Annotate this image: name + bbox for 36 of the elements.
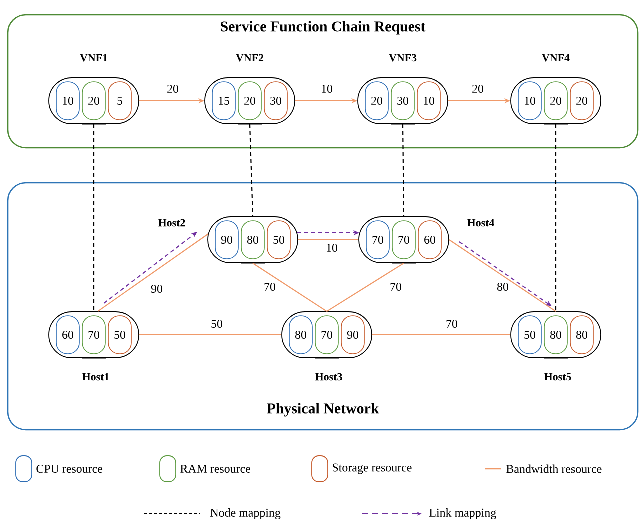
node-label: VNF4 [542, 54, 570, 62]
legend-label: Node mapping [210, 508, 281, 520]
connector-line [249, 124, 254, 217]
edge-label: 80 [496, 282, 510, 292]
edge-label: 10 [325, 242, 339, 254]
legend-label: Link mapping [430, 508, 496, 520]
connector-line [98, 234, 209, 312]
connector-line [298, 239, 359, 241]
connector-line [139, 334, 282, 336]
connector-line [372, 334, 511, 336]
edge-label: 70 [389, 282, 403, 292]
edge-label: 10 [320, 84, 334, 94]
node-label: Host1 [82, 373, 110, 381]
node-label: Host3 [315, 373, 342, 381]
connector-line [93, 124, 95, 312]
node-label: VNF3 [389, 54, 417, 62]
connector-line [555, 124, 557, 312]
connector-line [402, 124, 405, 217]
edge-label: 50 [210, 318, 224, 330]
node-label: Host4 [467, 219, 494, 227]
legend-label: CPU resource [36, 464, 103, 473]
node-label: Host5 [544, 373, 572, 381]
edge-label: 20 [166, 84, 180, 94]
node-label: Host2 [158, 219, 186, 227]
legend-label: Bandwidth resource [506, 464, 602, 474]
edge-label: 70 [445, 318, 459, 330]
edge-label: 20 [471, 84, 485, 94]
connector-line [326, 262, 404, 312]
edge-label: 70 [263, 282, 277, 292]
legend-label: RAM resource [180, 465, 250, 473]
node-label: VNF1 [80, 54, 108, 62]
edge-label: 90 [150, 284, 164, 294]
connector-line [449, 240, 556, 312]
node-label: VNF2 [236, 54, 264, 62]
connector-line [252, 262, 328, 312]
legend-label: Storage resource [333, 464, 412, 474]
